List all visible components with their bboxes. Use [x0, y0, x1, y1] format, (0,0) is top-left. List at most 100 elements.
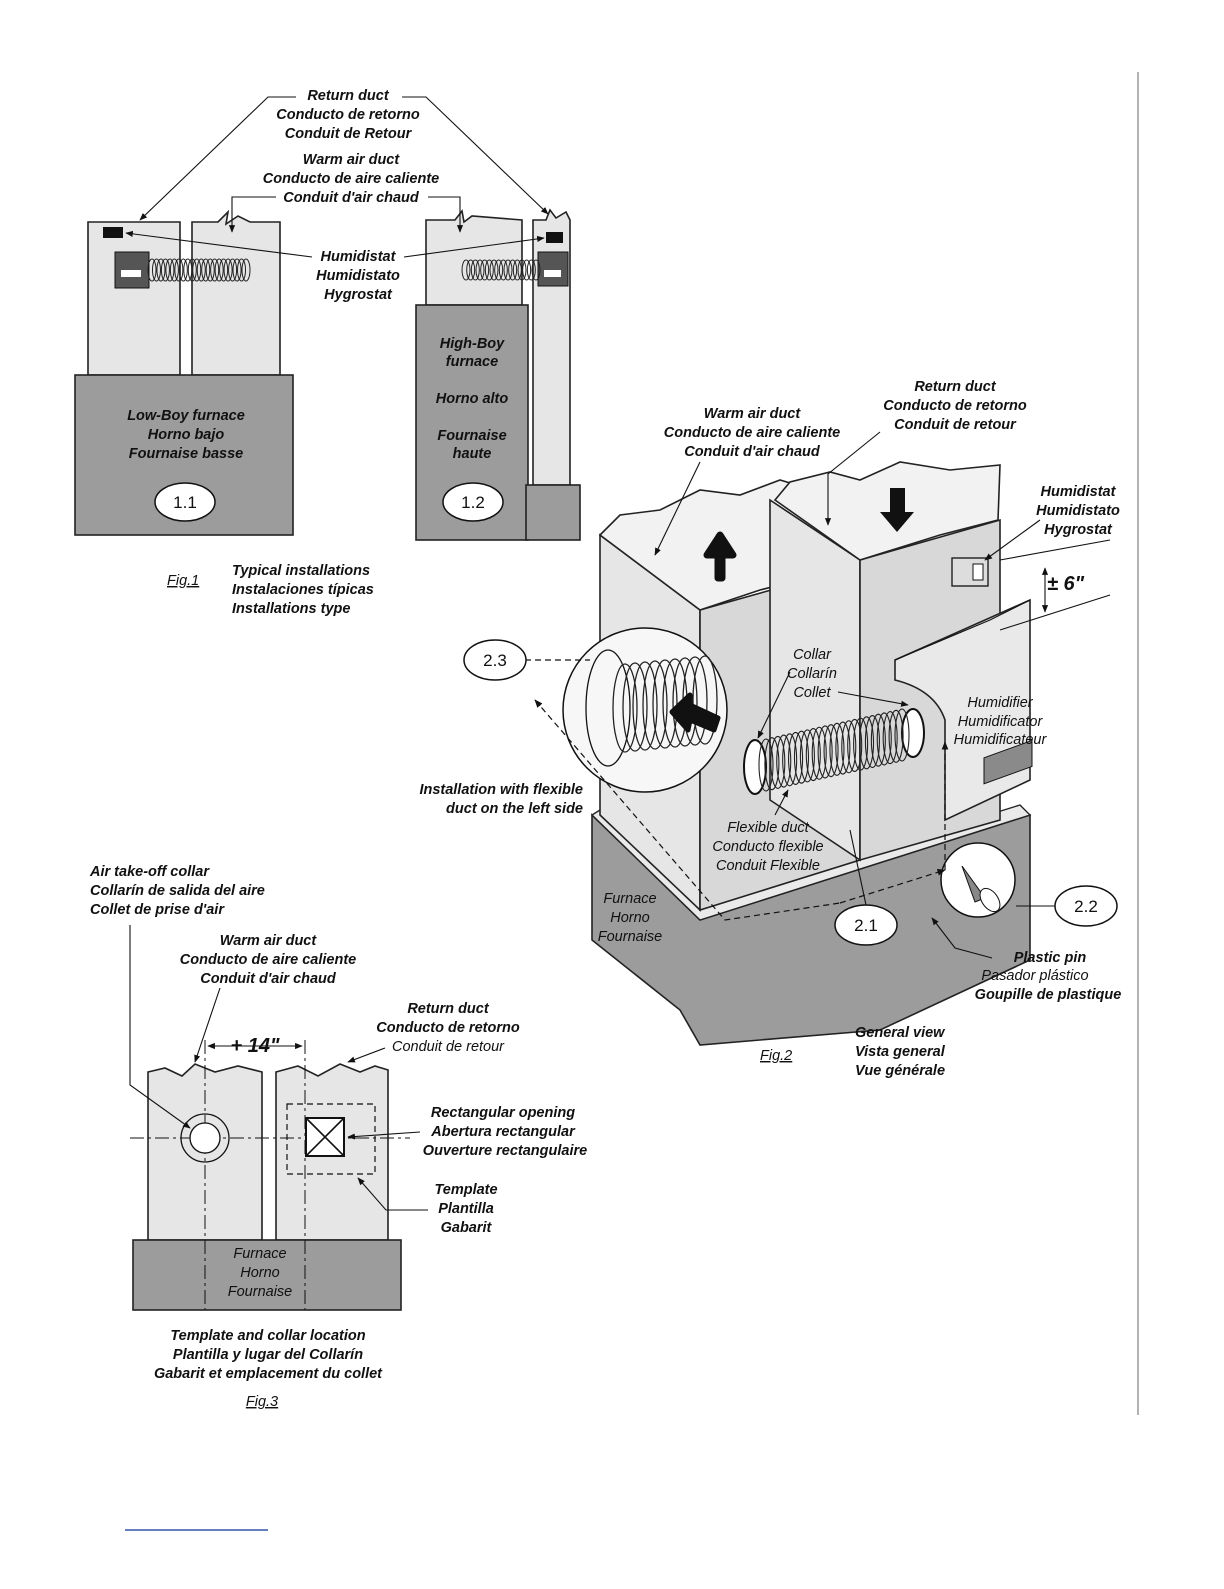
duct-coil-ring [847, 718, 863, 772]
fig2-humidistat [951, 557, 989, 587]
fig3-takeoff-collar-outer [180, 1113, 230, 1163]
highboy-label-4: Fournaise [437, 428, 506, 444]
inset-insert-arrow [669, 692, 721, 733]
fig2-furnace-en: Furnace [603, 891, 656, 907]
fig3-spacing-label: + 14" [231, 1035, 280, 1057]
duct-coil-ring [214, 258, 224, 282]
fig1-label: Fig.1 [167, 573, 199, 589]
fig2-flex-duct-en: Flexible duct [727, 820, 809, 836]
highboy-return-duct [532, 208, 571, 486]
leader-plastic-pin [931, 917, 993, 959]
leader-fig2-warm [654, 461, 701, 556]
fig3-furnace-es: Horno [240, 1265, 280, 1281]
fig2-return-duct-fr: Conduit de retour [894, 417, 1017, 433]
duct-coil-ring [672, 657, 698, 747]
fig2-general-view: ± 6" Warm air duct Conducto de aire cali… [419, 379, 1121, 1079]
duct-coil-ring [858, 716, 875, 770]
inset-collar [585, 649, 631, 767]
fig2-pin-en: Plastic pin [1014, 950, 1087, 966]
highboy-label-2: furnace [446, 354, 498, 370]
duct-coil-ring [835, 721, 851, 775]
duct-coil-ring [829, 722, 845, 776]
leader-return-lowboy [139, 96, 296, 221]
badge-2-3-label: 2.3 [483, 651, 507, 670]
leader-collar-right [837, 691, 909, 707]
lowboy-label-3: Fournaise basse [129, 446, 243, 462]
duct-coil-ring [201, 258, 211, 282]
duct-coil-ring [876, 712, 892, 766]
fig1-return-duct-es: Conducto de retorno [276, 107, 420, 123]
fig2-flexible-duct [758, 708, 910, 792]
duct-coil-ring [764, 737, 780, 791]
leader-humidistat-lowboy [125, 230, 313, 258]
fig1-warm-duct-es: Conducto de aire caliente [263, 171, 439, 187]
duct-coil-ring [853, 717, 869, 771]
fig3-warm-fr: Conduit d'air chaud [200, 971, 337, 987]
highboy-base [525, 484, 581, 541]
fig2-right-collar [901, 708, 925, 758]
duct-coil-ring [692, 655, 718, 745]
duct-coil-ring [223, 258, 233, 282]
duct-coil-ring [632, 661, 658, 751]
fig2-caption-fr: Vue générale [855, 1063, 945, 1079]
duct-coil-ring [219, 258, 229, 282]
fig1-caption-fr: Installations type [232, 601, 350, 617]
duct-coil-ring [612, 663, 638, 753]
leader-rect-opening [347, 1131, 421, 1140]
duct-coil-ring [466, 259, 476, 281]
highboy-humidifier-window [544, 270, 561, 277]
duct-coil-ring [178, 258, 188, 282]
duct-coil-ring [823, 724, 839, 778]
fig3-template-outline [286, 1103, 376, 1175]
leader-collar-left [757, 671, 791, 739]
leader-badge-2-1 [849, 829, 867, 906]
fig2-warm-duct-fr: Conduit d'air chaud [684, 444, 821, 460]
fig2-inset-circle [562, 627, 728, 793]
leader-fig2-return [824, 431, 881, 526]
fig2-return-duct-top [773, 461, 1001, 561]
duct-coil-ring [817, 725, 833, 779]
badge-2-3 [463, 639, 527, 681]
highboy-warm-air-duct [425, 209, 523, 306]
duct-coil-ring [776, 734, 792, 788]
fig3-label: Fig.3 [246, 1394, 278, 1410]
duct-coil-ring [503, 259, 513, 281]
fig3-takeoff-fr: Collet de prise d'air [90, 902, 225, 918]
lowboy-warm-air-duct [191, 209, 281, 376]
fig2-install-note-2: duct on the left side [446, 801, 583, 817]
fig3-takeoff-collar-inner [189, 1122, 221, 1154]
duct-coil-ring [156, 258, 166, 282]
alt-route-bottom [839, 869, 946, 904]
duct-coil-ring [461, 259, 471, 281]
duct-coil-ring [237, 258, 247, 282]
duct-coil-ring [210, 258, 220, 282]
duct-coil-ring [811, 726, 827, 780]
duct-coil-ring [232, 258, 242, 282]
fig2-offset-label: ± 6" [1047, 573, 1085, 595]
fig2-return-duct-es: Conducto de retorno [883, 398, 1027, 414]
leader-warm-lowboy [228, 196, 276, 233]
duct-coil-ring [475, 259, 485, 281]
leader-humidistat-highboy [403, 235, 545, 258]
duct-coil-ring [642, 660, 668, 750]
duct-coil-ring [894, 708, 910, 762]
fig3-warm-es: Conducto de aire caliente [180, 952, 356, 968]
fig1-humidistat-fr: Hygrostat [324, 287, 393, 303]
duct-coil-ring [196, 258, 206, 282]
fig1-humidistat-es: Humidistato [316, 268, 400, 284]
duct-coil-ring [522, 259, 532, 281]
fig3-template-location: + 14" Air take-off collar Collarín de sa… [89, 864, 587, 1410]
leader-flex-duct [774, 789, 789, 816]
fig3-furnace-fr: Fournaise [228, 1284, 292, 1300]
fig2-collar-en: Collar [793, 647, 832, 663]
fig2-pin-es: Pasador plástico [981, 968, 1088, 984]
fig3-template-fr: Gabarit [441, 1220, 493, 1236]
fig2-humidifier-en: Humidifier [967, 695, 1033, 711]
fig1-return-duct-en: Return duct [307, 88, 390, 104]
highboy-humidistat [546, 232, 563, 243]
fig1-typical-installations: Low-Boy furnace Horno bajo Fournaise bas… [74, 88, 581, 617]
fig3-furnace [132, 1239, 402, 1311]
duct-coil-ring [174, 258, 184, 282]
fig3-template-en: Template [434, 1182, 497, 1198]
